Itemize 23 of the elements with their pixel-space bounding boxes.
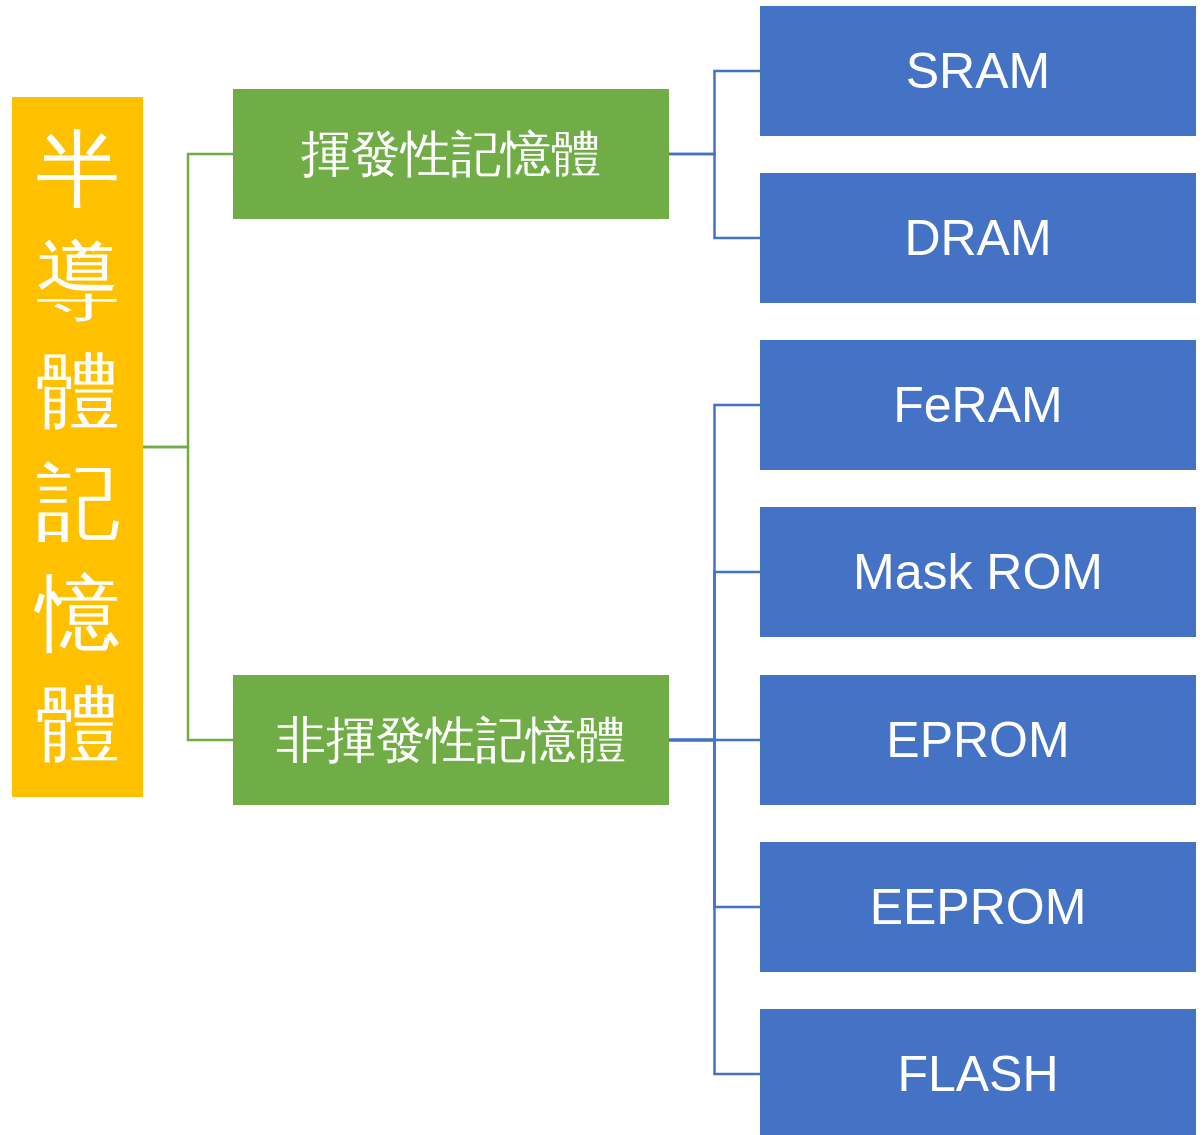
memory-type-box [760, 173, 1196, 303]
category-box [233, 675, 669, 805]
category-box [12, 97, 143, 797]
category-box [233, 89, 669, 219]
connector-line [143, 445, 233, 742]
box-label: FLASH [897, 1045, 1059, 1103]
box-label: EEPROM [869, 878, 1087, 936]
box-label: SRAM [905, 42, 1051, 100]
memory-type-box [760, 842, 1196, 972]
box-label: DRAM [904, 209, 1052, 267]
memory-type-box [760, 6, 1196, 136]
box-label: FeRAM [893, 376, 1063, 434]
connector-line [669, 152, 760, 240]
box-label: Mask ROM [853, 543, 1103, 601]
memory-type-box [760, 507, 1196, 637]
connector-line [669, 738, 760, 1076]
memory-type-box [760, 1009, 1196, 1135]
box-label: 非揮發性記憶體 [276, 709, 626, 771]
memory-type-box [760, 675, 1196, 805]
memory-type-box [760, 340, 1196, 470]
box-label: EPROM [886, 711, 1070, 769]
box-label: 揮發性記憶體 [301, 123, 601, 185]
box-label: 半導體記憶體 [35, 119, 120, 775]
